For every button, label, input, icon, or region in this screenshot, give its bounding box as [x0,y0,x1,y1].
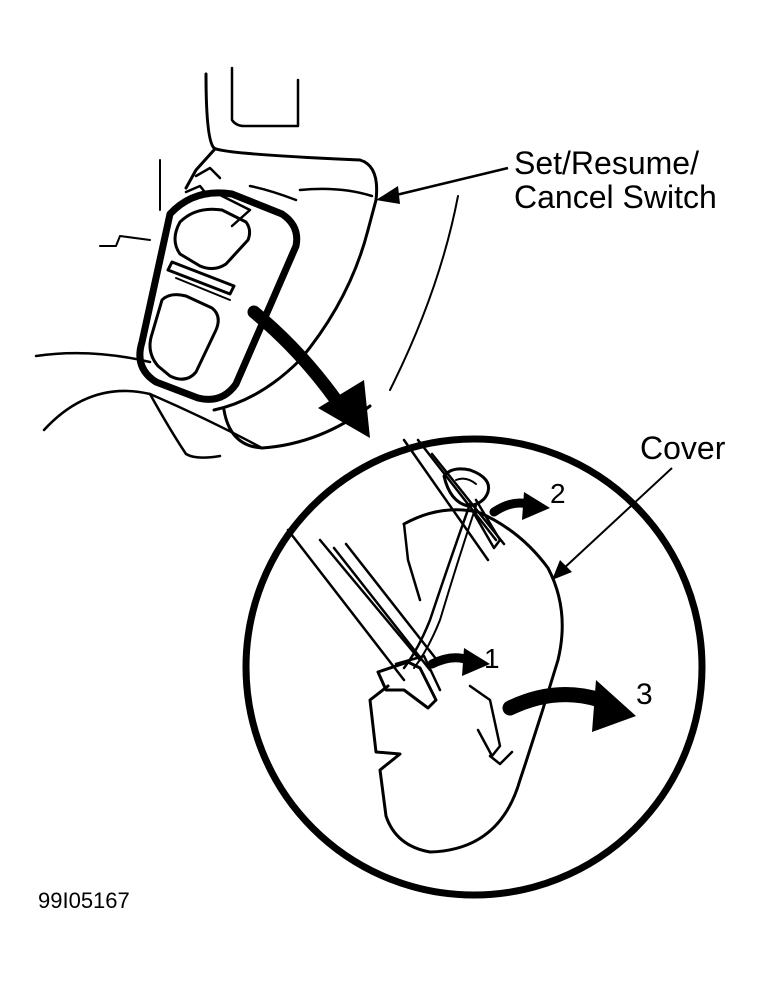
cover-leader-arrow [552,467,673,580]
arrow-step-2 [489,492,550,520]
cover-label: Cover [640,430,726,466]
step-3-label: 3 [636,678,653,711]
magnify-arrow [247,305,370,438]
cruise-switch [136,189,301,403]
switch-label-line1: Set/Resume/ [514,145,699,181]
switch-leader-arrow [376,166,509,204]
steering-wheel-pad [34,66,459,459]
step-1-label: 1 [484,643,500,674]
detail-circle [242,435,706,899]
arrow-step-3 [502,680,636,732]
arrow-step-1 [427,648,490,676]
switch-label: Set/Resume/ Cancel Switch [514,146,717,214]
switch-label-line2: Cancel Switch [514,179,717,215]
figure-code: 99I05167 [38,888,130,913]
step-2-label: 2 [550,478,566,509]
